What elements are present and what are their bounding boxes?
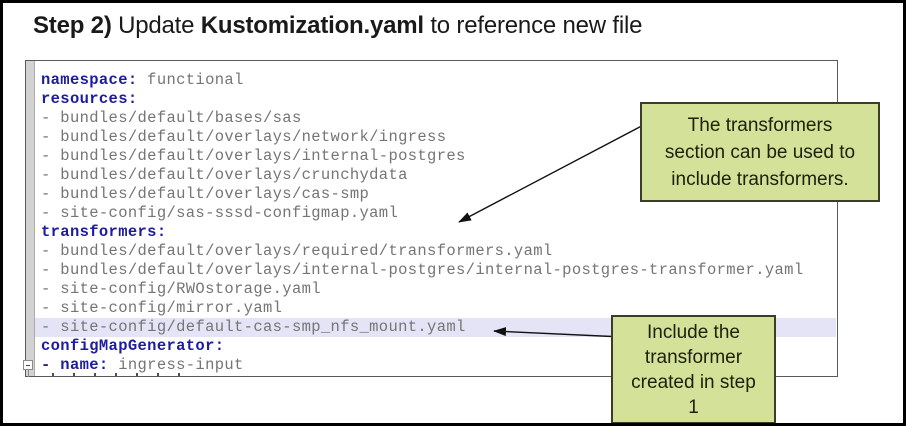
code-line: transformers: xyxy=(41,223,167,241)
code-gutter xyxy=(26,61,35,376)
title-filename: Kustomization.yaml xyxy=(200,12,424,39)
callout-text-line: 1 xyxy=(688,396,699,418)
slide-title: Step 2) Update Kustomization.yaml to ref… xyxy=(33,12,642,40)
code-line: resources: xyxy=(41,90,138,108)
callout-text-line: The transformers xyxy=(687,114,833,136)
callout-transformers-note: The transformers section can be used to in… xyxy=(640,102,880,202)
callout-text-line: section can be used to xyxy=(664,141,856,163)
code-line: - bundles/default/overlays/network/ingre… xyxy=(41,128,447,146)
code-line: - site-config/RWOstorage.yaml xyxy=(41,280,321,298)
code-line: - site-config/mirror.yaml xyxy=(41,299,283,317)
code-line: - site-config/sas-sssd-configmap.yaml xyxy=(41,204,399,222)
callout-include-transformer-note: Include the transformer created in step 1 xyxy=(611,315,776,423)
code-line: - bundles/default/overlays/internal-post… xyxy=(41,261,804,279)
fold-collapse-icon xyxy=(23,360,33,377)
callout-text-line: created in step xyxy=(631,371,756,393)
clipped-code-line xyxy=(52,373,180,376)
title-step-label: Step 2) xyxy=(33,12,112,39)
code-line: configMapGenerator: xyxy=(41,337,225,355)
callout-text-line: transformer xyxy=(644,346,743,368)
code-line: - bundles/default/overlays/cas-smp xyxy=(41,185,370,203)
code-line: - bundles/default/overlays/internal-post… xyxy=(41,147,466,165)
code-line: - bundles/default/overlays/crunchydata xyxy=(41,166,408,184)
title-action-text: Update xyxy=(111,12,201,39)
code-line: - name: ingress-input xyxy=(41,356,244,374)
title-suffix-text: to reference new file xyxy=(423,12,643,39)
code-line: - bundles/default/overlays/required/tran… xyxy=(41,242,553,260)
code-line: namespace: functional xyxy=(41,71,244,89)
code-line: - bundles/default/bases/sas xyxy=(41,109,302,127)
callout-text-line: include transformers. xyxy=(671,168,849,190)
callout-text-line: Include the xyxy=(647,321,740,343)
